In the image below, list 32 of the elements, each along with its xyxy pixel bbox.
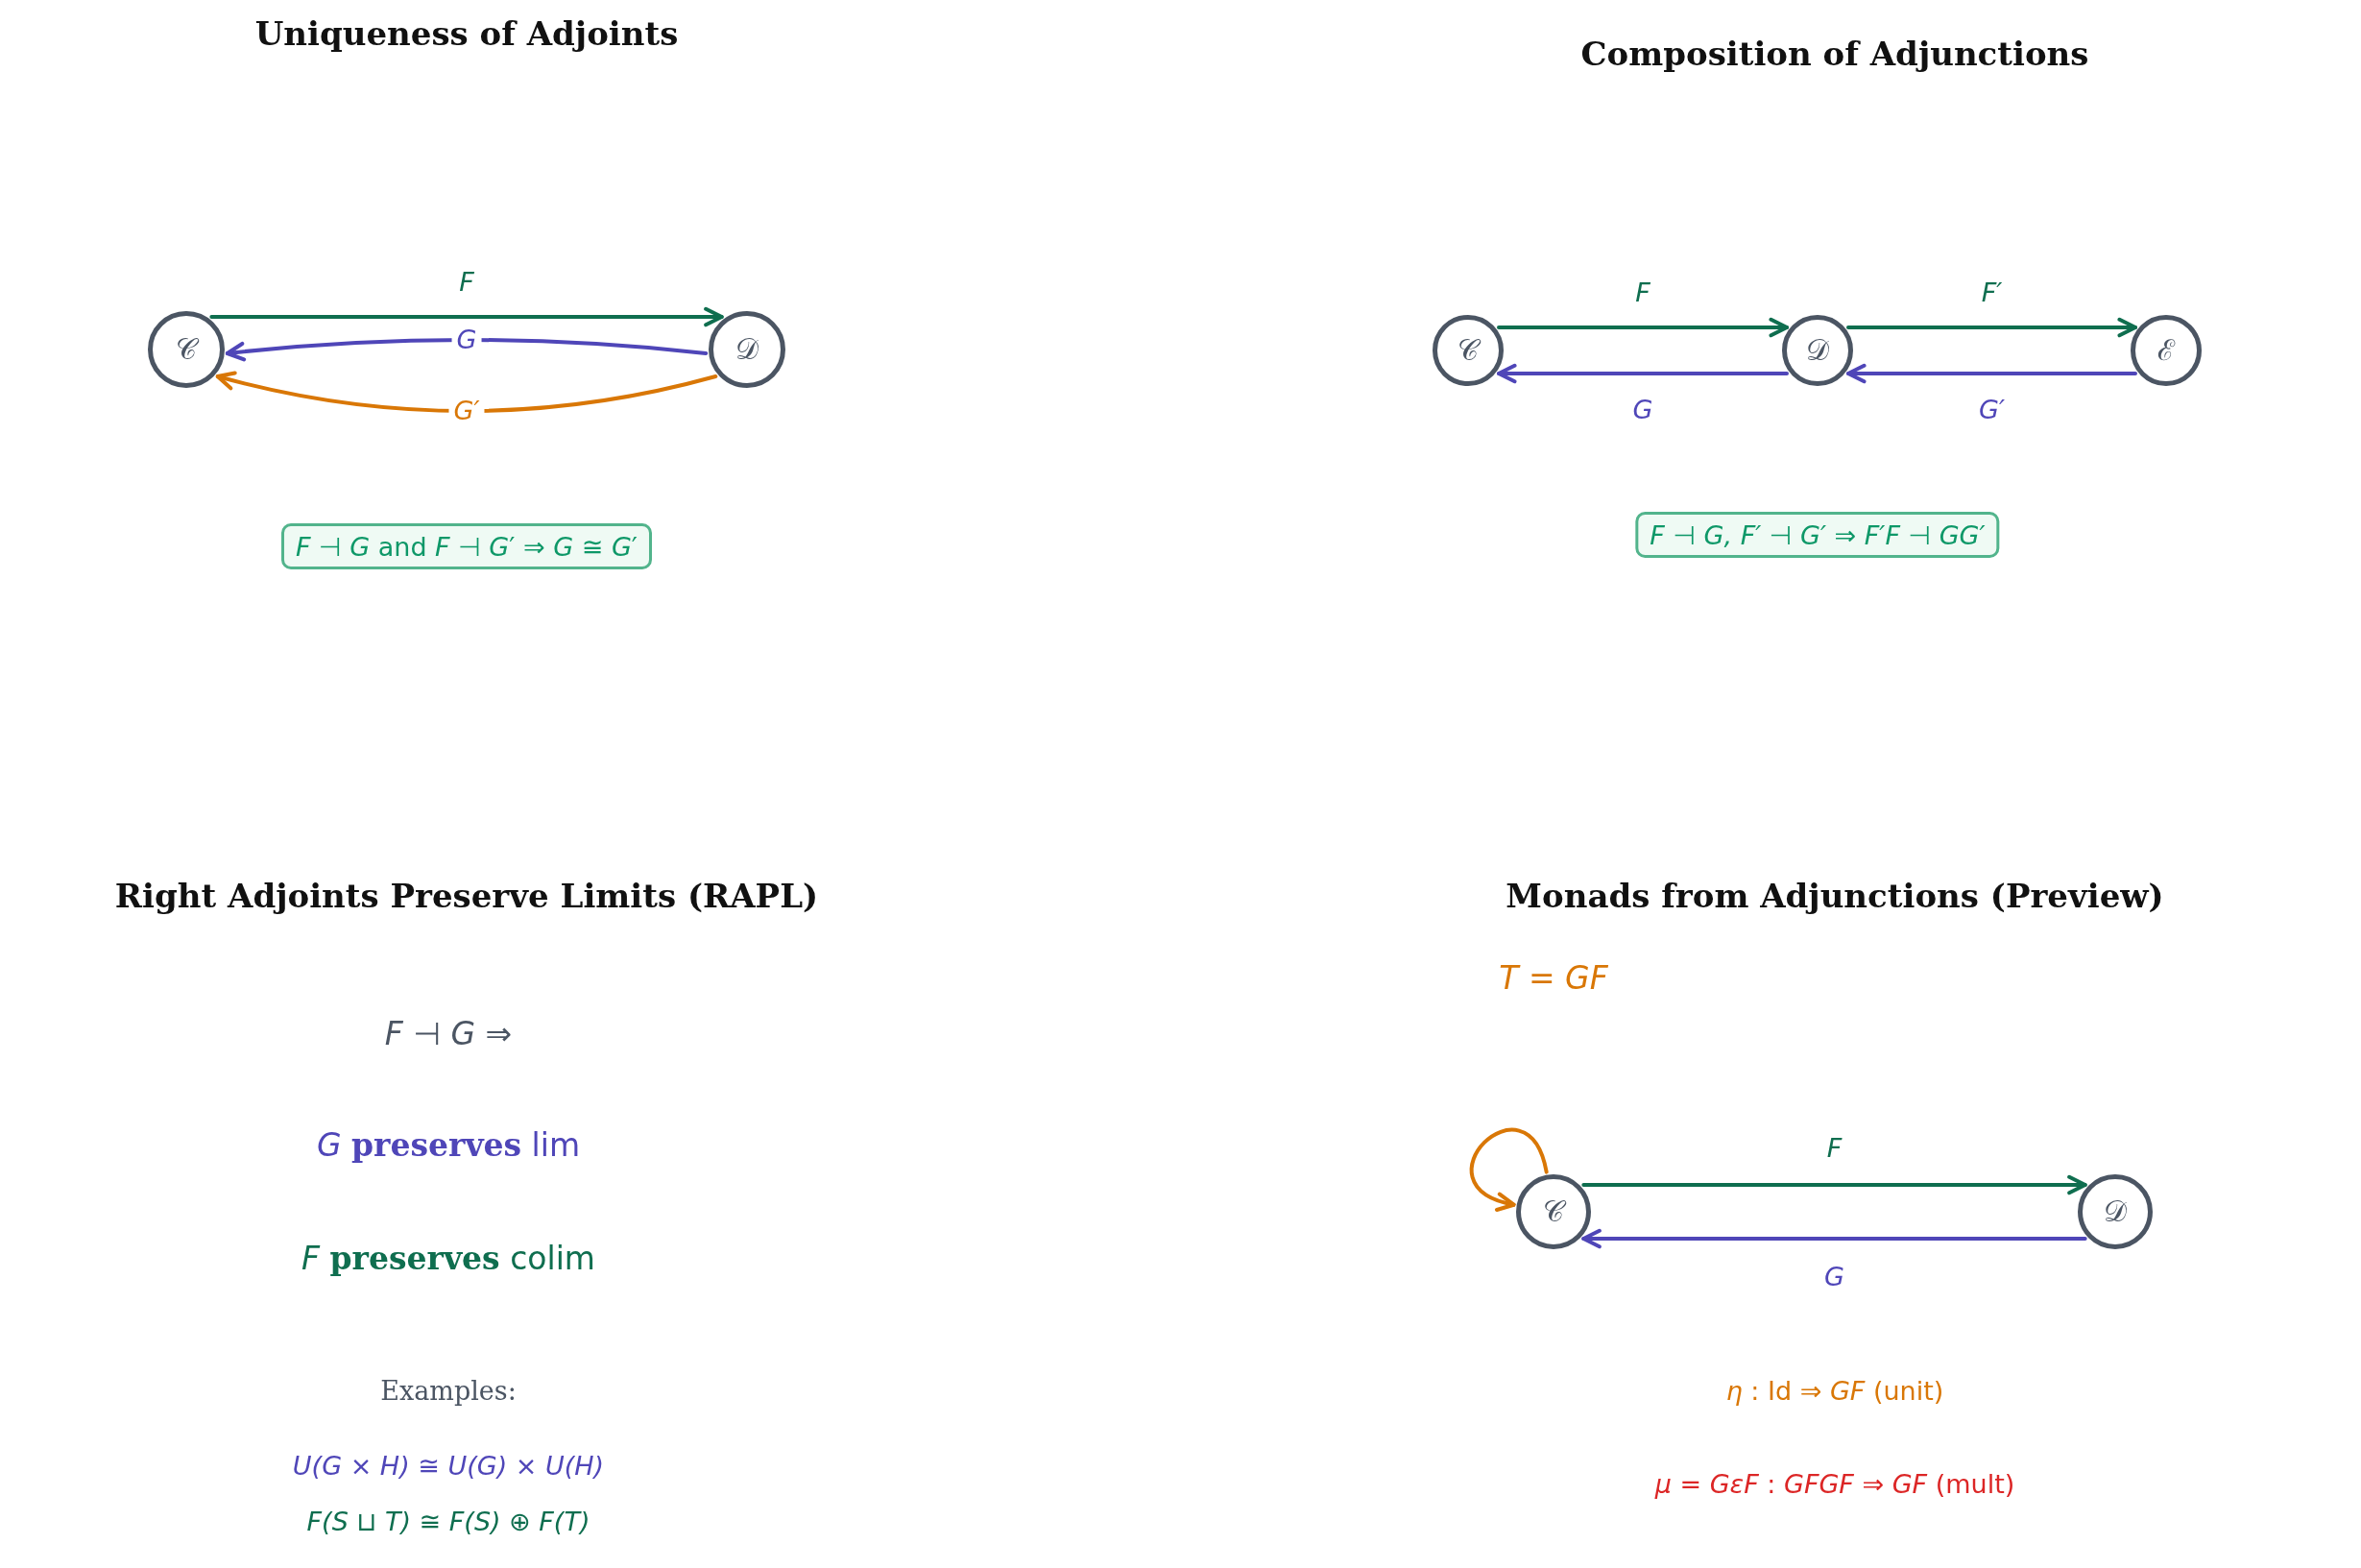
formula-text: η : Id ⇒ GF (unit) (1725, 1375, 1944, 1408)
formula-text: T = GF (1499, 959, 1608, 998)
formula-text: F(S ⊔ T) ≅ F(S) ⊕ F(T) (306, 1506, 590, 1538)
panel-title: Composition of Adjunctions (1580, 34, 2089, 74)
arrow (1846, 317, 2137, 338)
loop-arrow (1470, 1128, 1549, 1210)
statement-text: F preserves colim (301, 1240, 595, 1278)
formula-box: F ⊣ G and F ⊣ G′ ⇒ G ≅ G′ (281, 523, 652, 569)
category-node: ℰ (2131, 315, 2202, 386)
examples-heading: Examples: (380, 1375, 517, 1408)
arrow (1581, 1174, 2087, 1195)
arrow (1497, 317, 1789, 338)
category-node: 𝒞 (1516, 1174, 1591, 1249)
arrow (1846, 363, 2137, 384)
category-node: 𝒟 (709, 311, 785, 388)
formula-box: F ⊣ G, F′ ⊣ G′ ⇒ F′F ⊣ GG′ (1635, 512, 2000, 558)
formula-text: F ⊣ G ⇒ (384, 1015, 513, 1053)
category-node: 𝒞 (1433, 315, 1504, 386)
category-node: 𝒟 (2078, 1174, 2153, 1249)
category-node: 𝒟 (1782, 315, 1853, 386)
arrow (1497, 363, 1789, 384)
formula-text: μ = GεF : GFGF ⇒ GF (mult) (1654, 1468, 2015, 1501)
category-node: 𝒞 (148, 311, 225, 388)
panel-title: Uniqueness of Adjoints (254, 13, 679, 54)
formula-text: U(G × H) ≅ U(G) × U(H) (292, 1450, 605, 1483)
arrow (209, 306, 724, 327)
arrow (215, 371, 718, 413)
panel-title: Monads from Adjunctions (Preview) (1506, 876, 2164, 916)
arrow (1581, 1228, 2087, 1249)
panel-title: Right Adjoints Preserve Limits (RAPL) (114, 876, 819, 916)
statement-text: G preserves lim (316, 1126, 581, 1165)
arrow (225, 338, 709, 362)
